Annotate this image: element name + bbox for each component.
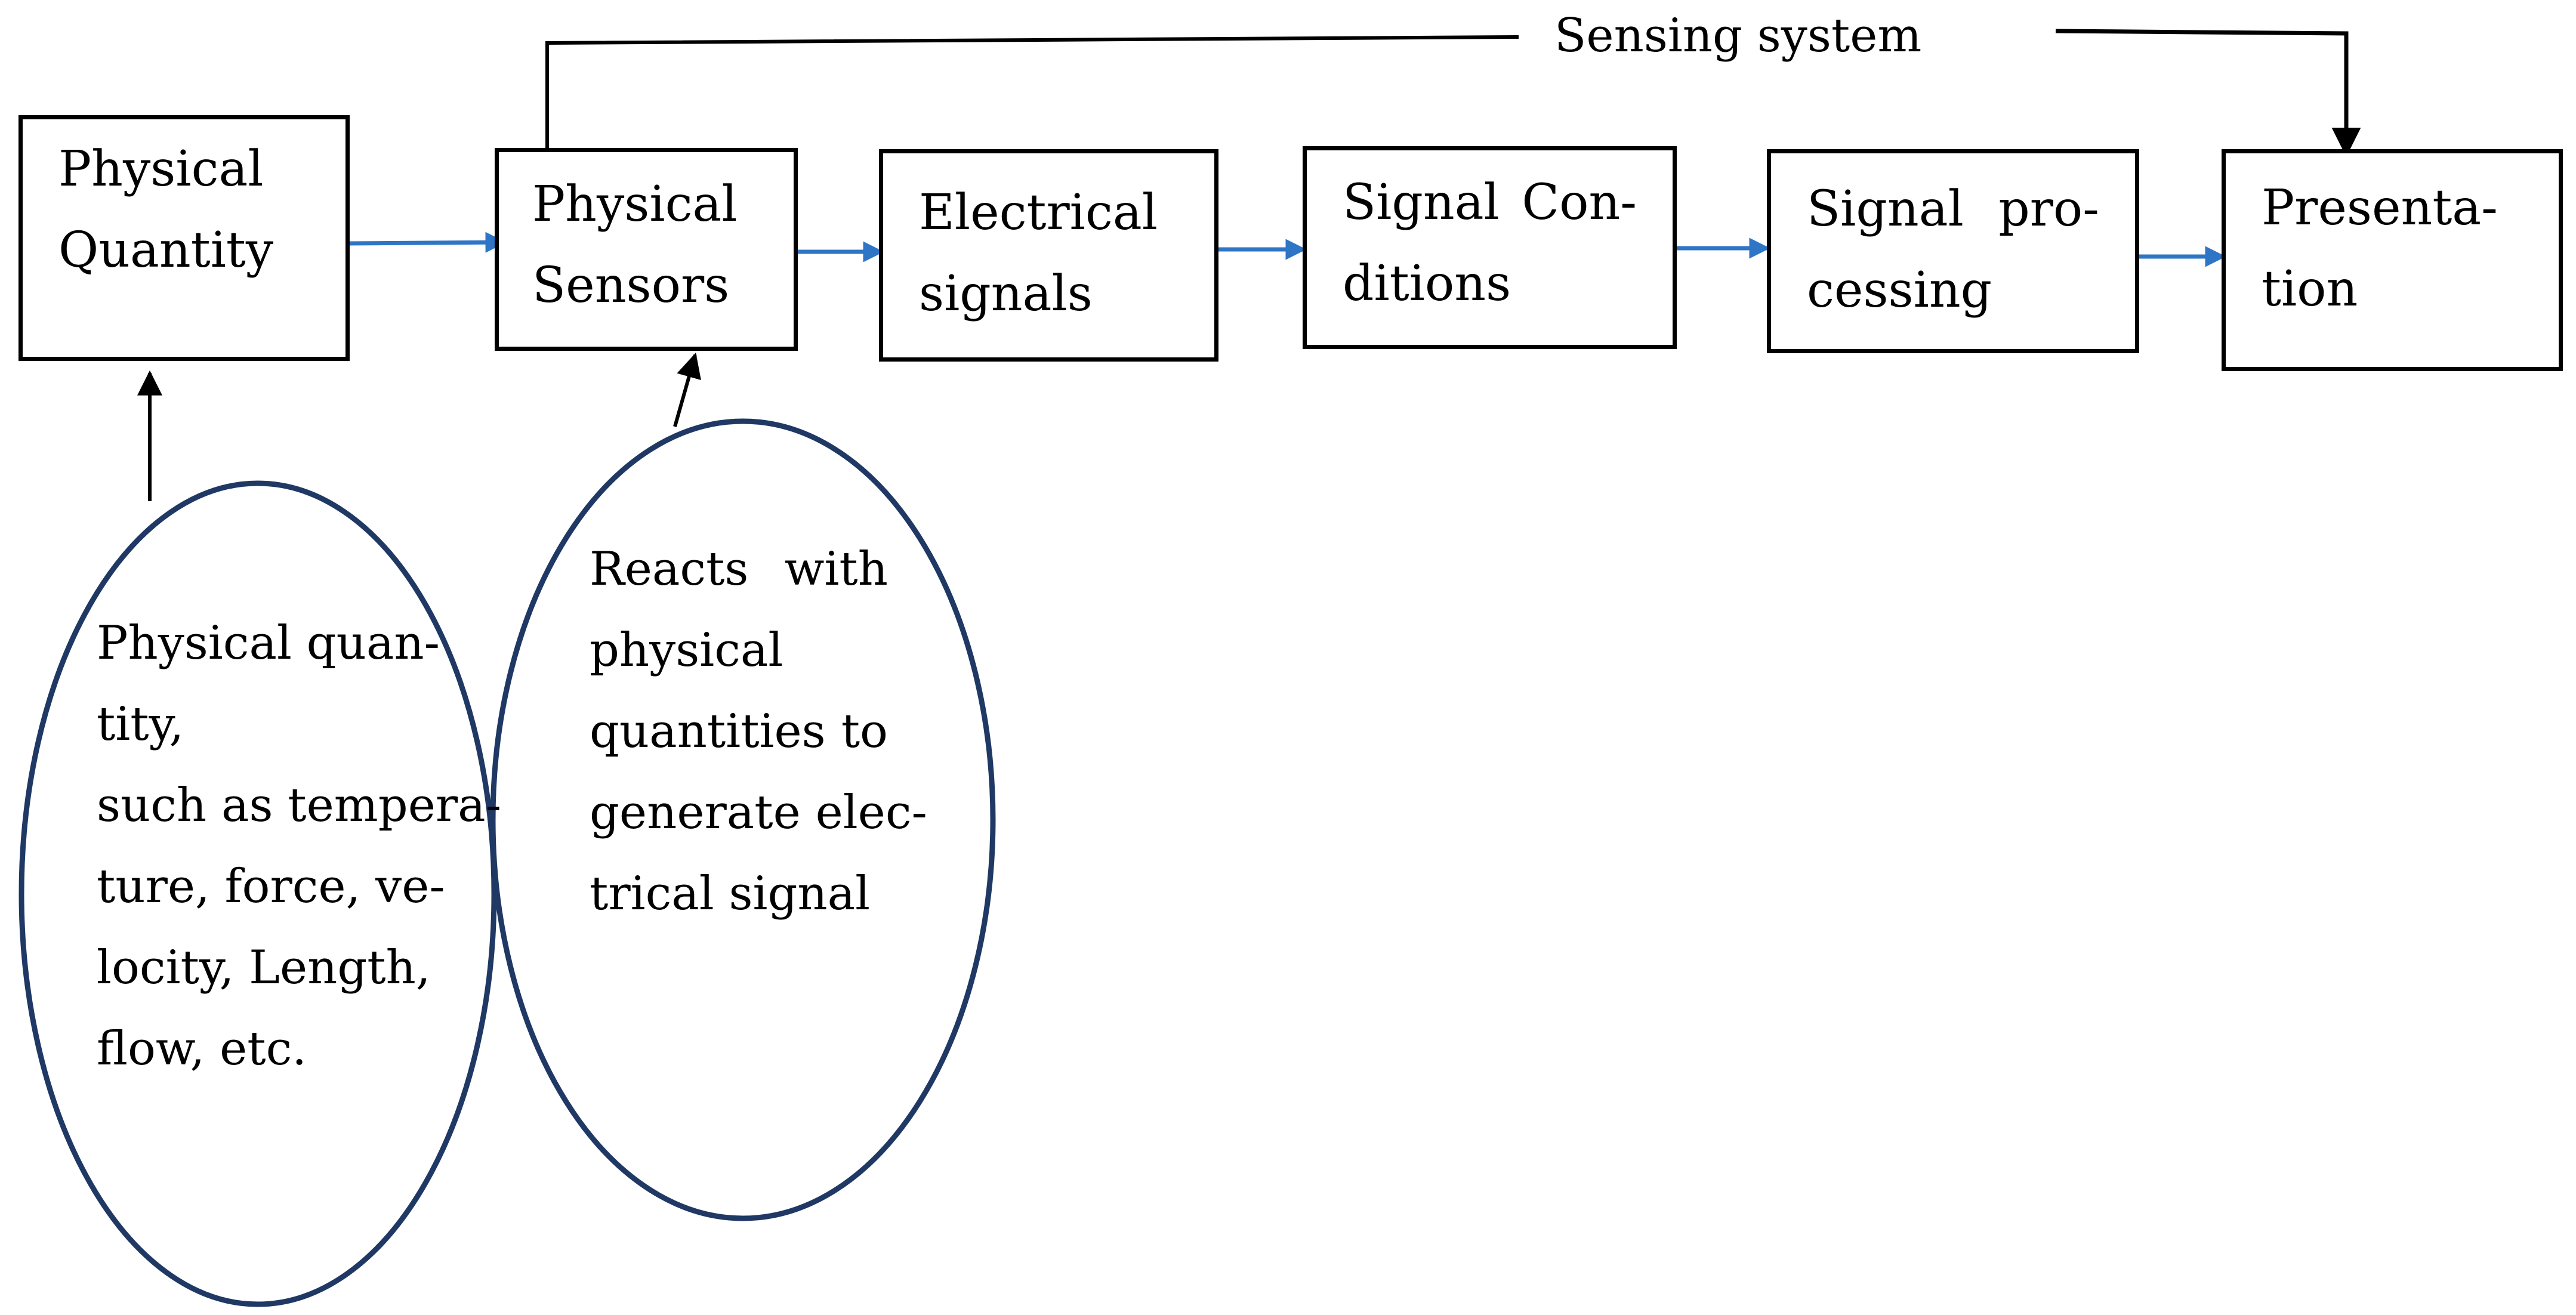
box-signal-conditions-word1: Signal (1343, 174, 1500, 231)
box-signal-conditions-line2: ditions (1343, 255, 1511, 312)
physical-quantity-note-line1: Physical quan- (97, 616, 440, 670)
sensors-note-line1: Reacts with (590, 529, 888, 610)
box-signal-processing: Signal pro- cessing (1767, 149, 2139, 353)
box-physical-sensors-line2: Sensors (532, 257, 730, 314)
sensors-note-line1-word2: with (784, 542, 888, 596)
sensing-system-line-right (2055, 29, 2361, 157)
physical-quantity-note-ellipse (18, 480, 497, 1307)
arrow-note-to-physical-sensors (673, 352, 701, 427)
box-presentation: Presenta- tion (2222, 149, 2563, 371)
box-presentation-line2: tion (2262, 261, 2358, 317)
physical-quantity-note-line4: ture, force, ve- (97, 860, 445, 913)
sensors-note-line3-word1: quantities (590, 705, 826, 758)
box-physical-quantity-line1: Physical (58, 141, 264, 197)
box-signal-conditions-line1: Signal Con- (1343, 162, 1637, 243)
sensors-note-line3-word2: to (841, 705, 888, 758)
sensors-note-line1-word1: Reacts (590, 542, 749, 596)
sensors-note-ellipse (490, 418, 996, 1221)
physical-quantity-note-line6: flow, etc. (97, 1022, 307, 1076)
box-physical-sensors: Physical Sensors (495, 148, 798, 351)
sensors-note-text: Reacts with physical quantities to gener… (590, 529, 927, 934)
arrow-quantity-to-sensors (346, 231, 507, 253)
physical-quantity-note-line3: such as tempera- (97, 779, 502, 832)
box-presentation-line1: Presenta- (2262, 180, 2498, 236)
box-electrical-signals-line1: Electrical (919, 184, 1158, 241)
box-signal-conditions: Signal Con- ditions (1303, 146, 1677, 349)
sensors-note-line4: generate elec- (590, 786, 927, 839)
sensors-note-line2: physical (590, 623, 783, 677)
box-physical-sensors-line1: Physical (532, 176, 738, 233)
box-signal-processing-line2: cessing (1807, 262, 1992, 319)
sensing-system-line-left (545, 35, 1519, 149)
physical-quantity-note-line5: locity, Length, (97, 941, 431, 995)
box-physical-quantity: Physical Quantity (18, 115, 350, 361)
box-electrical-signals: Electrical signals (879, 149, 1218, 362)
box-signal-processing-word2: pro- (1998, 181, 2099, 237)
box-signal-conditions-word2: Con- (1522, 174, 1637, 231)
box-electrical-signals-line2: signals (919, 266, 1093, 322)
physical-quantity-note-line2: tity, (97, 697, 184, 751)
sensors-note-line5: trical signal (590, 867, 871, 921)
box-signal-processing-word1: Signal (1807, 181, 1964, 237)
physical-quantity-note-text: Physical quan- tity, such as tempera- tu… (97, 603, 502, 1089)
sensing-system-label: Sensing system (1554, 9, 1922, 63)
box-physical-quantity-line2: Quantity (58, 222, 274, 279)
sensors-note-line3: quantities to (590, 691, 888, 772)
box-signal-processing-line1: Signal pro- (1807, 169, 2099, 250)
